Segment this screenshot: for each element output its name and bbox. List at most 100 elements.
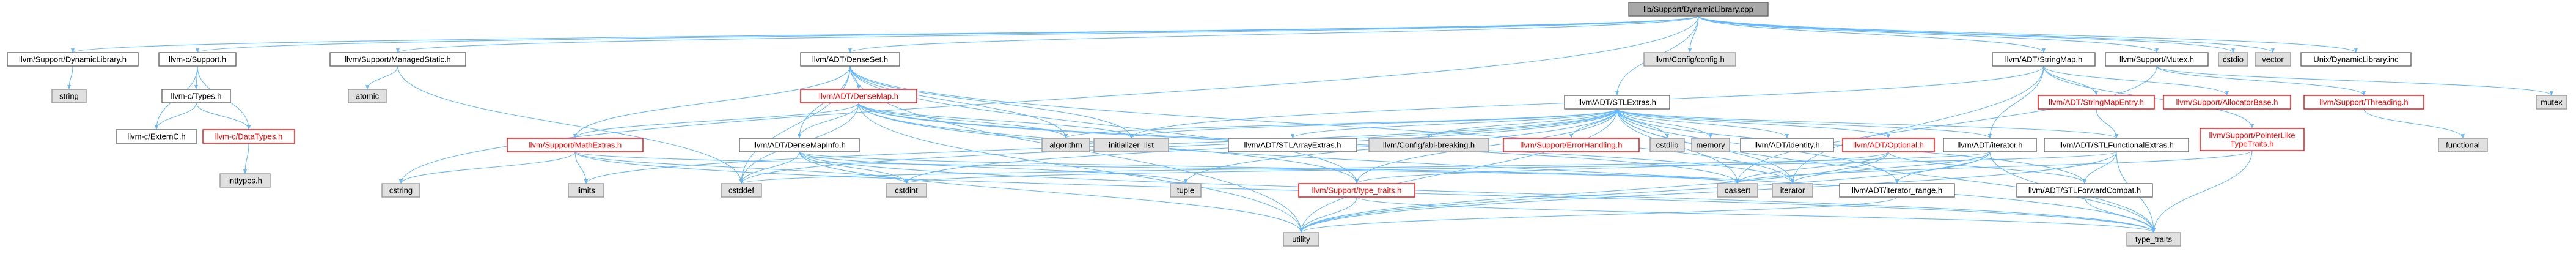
node-label: llvm-c/Types.h — [171, 92, 221, 101]
edge-denseset_h-to-initializer_list — [849, 65, 1134, 139]
edge-denseset_h-to-cstddef — [739, 65, 851, 184]
node-label: llvm/ADT/STLExtras.h — [1578, 98, 1656, 107]
node-box — [51, 89, 87, 103]
node-llvm-c-support-h[interactable]: llvm-c/Support.h — [158, 52, 237, 67]
node-label: llvm/Support/DynamicLibrary.h — [19, 55, 127, 64]
node-unix-dynamiclibrary-inc[interactable]: Unix/DynamicLibrary.inc — [2300, 52, 2412, 67]
node-box — [2016, 183, 2153, 198]
edge-densemap_h-to-initializer_list — [858, 102, 1133, 139]
edge-typetraits_support_h-to-utility — [1299, 196, 1357, 233]
node-label: llvm/Support/Mutex.h — [2119, 55, 2194, 64]
edge-stlfunctional_h-to-utility — [1299, 151, 2117, 233]
edge-c_datatypes_h-to-inttypes_h — [243, 143, 249, 174]
node-vector: vector — [2255, 52, 2291, 67]
edge-stlextras_h-to-memory — [1616, 108, 1713, 139]
node-llvm-c-datatypes-h[interactable]: llvm-c/DataTypes.h — [202, 129, 295, 144]
node-string: string — [51, 89, 87, 103]
node-llvm-support-errorhandling-h[interactable]: llvm/Support/ErrorHandling.h — [1503, 138, 1640, 152]
node-label: llvm/ADT/STLForwardCompat.h — [2028, 186, 2141, 195]
edge-mutex_h-to-threading_h — [2156, 65, 2366, 96]
edge-iterator_range_h-to-utility — [1299, 196, 1898, 233]
node-llvm-adt-denseset-h[interactable]: llvm/ADT/DenseSet.h — [800, 52, 900, 67]
edge-stringmap_h-to-iterator — [1790, 65, 2044, 184]
edge-denseset_h-to-mathextras_h — [573, 65, 851, 139]
edge-stringmap_h-to-allocatorbase_h — [2043, 65, 2229, 96]
node-llvm-adt-iterator-range-h[interactable]: llvm/ADT/iterator_range.h — [1839, 183, 1955, 198]
node-box — [2163, 95, 2291, 110]
node-llvm-adt-optional-h[interactable]: llvm/ADT/Optional.h — [1842, 138, 1935, 152]
node-llvm-adt-densemap-h[interactable]: llvm/ADT/DenseMap.h — [800, 89, 917, 103]
node-llvm-support-dynamiclibrary-h[interactable]: llvm/Support/DynamicLibrary.h — [7, 52, 139, 67]
node-cstdlib: cstdlib — [1649, 138, 1685, 152]
edge-typetraits_support_h-to-type_traits — [1356, 196, 2156, 233]
edge-root-to-unix_inc — [1698, 15, 2358, 53]
node-llvm-adt-identity-h[interactable]: llvm/ADT/identity.h — [1740, 138, 1834, 152]
node-llvm-adt-stlarrayextras-h[interactable]: llvm/ADT/STLArrayExtras.h — [1228, 138, 1357, 152]
node-llvm-adt-densemapinfo-h[interactable]: llvm/ADT/DenseMapInfo.h — [739, 138, 860, 152]
node-label: vector — [2262, 55, 2284, 64]
node-label: llvm/ADT/STLFunctionalExtras.h — [2059, 141, 2174, 150]
node-llvm-adt-stlfunctionalextras-h[interactable]: llvm/ADT/STLFunctionalExtras.h — [2044, 138, 2189, 152]
edge-stlfunctional_h-to-cstdint — [905, 151, 2117, 184]
node-box — [219, 173, 271, 188]
node-llvm-support-type-traits-h[interactable]: llvm/Support/type_traits.h — [1298, 183, 1415, 198]
node-llvm-config-abi-breaking-h: llvm/Config/abi-breaking.h — [1368, 138, 1489, 152]
node-type-traits: type_traits — [2126, 232, 2181, 247]
edge-root-to-cstring — [399, 15, 1699, 184]
node-llvm-adt-stlextras-h[interactable]: llvm/ADT/STLExtras.h — [1564, 95, 1670, 110]
node-box — [1298, 183, 1415, 198]
node-initializer-list: initializer_list — [1093, 138, 1169, 152]
node-llvm-c-externc-h[interactable]: llvm-c/ExternC.h — [116, 129, 197, 144]
node-label: cstdint — [895, 186, 918, 195]
edge-stlextras_h-to-stlfunctional_h — [1616, 108, 2118, 139]
node-label: llvm/Config/abi-breaking.h — [1383, 141, 1475, 150]
edge-iterator_h-to-utility — [1299, 151, 1991, 233]
node-llvm-adt-iterator-h[interactable]: llvm/ADT/iterator.h — [1943, 138, 2037, 152]
edge-stlextras_h-to-algorithm — [1064, 108, 1618, 139]
node-label: llvm-c/DataTypes.h — [215, 132, 283, 141]
node-box — [1503, 138, 1640, 152]
node-label: cassert — [1725, 186, 1750, 195]
node-llvm-adt-stringmap-h[interactable]: llvm/ADT/StringMap.h — [1992, 52, 2096, 67]
node-llvm-adt-stlforwardcompat-h[interactable]: llvm/ADT/STLForwardCompat.h — [2016, 183, 2153, 198]
node-llvm-support-managedstatic-h[interactable]: llvm/Support/ManagedStatic.h — [329, 52, 466, 67]
edge-threading_h-to-functional — [2363, 108, 2465, 139]
node-label: mutex — [2541, 98, 2563, 107]
node-mutex: mutex — [2536, 95, 2567, 110]
node-label: llvm-c/Support.h — [169, 55, 226, 64]
node-label: cstdio — [2223, 55, 2244, 64]
node-box — [329, 52, 466, 67]
node-label: type_traits — [2135, 235, 2172, 244]
edge-optional_h-to-typetraits_support_h — [1355, 151, 1889, 184]
edge-managedstatic_h-to-cstddef — [397, 65, 744, 184]
node-box — [161, 89, 231, 103]
node-label: llvm/Support/MathExtras.h — [529, 141, 622, 150]
edge-root-to-support_dynlib_h — [71, 15, 1699, 53]
node-llvm-support-mathextras-h[interactable]: llvm/Support/MathExtras.h — [507, 138, 644, 152]
node-cstdint: cstdint — [886, 183, 927, 198]
node-box — [721, 183, 762, 198]
node-llvm-support-mutex-h[interactable]: llvm/Support/Mutex.h — [2105, 52, 2209, 67]
node-box — [2300, 52, 2412, 67]
node-limits: limits — [568, 183, 604, 198]
edge-pointerlike_h-to-type_traits — [2151, 150, 2253, 233]
edge-stringmapentry_h-to-stlfunctional_h — [2096, 108, 2119, 139]
edge-layer — [67, 15, 2553, 233]
node-label: atomic — [356, 92, 380, 101]
node-lib-support-dynamiclibrary-cpp[interactable]: lib/Support/DynamicLibrary.cpp — [1628, 2, 1769, 17]
node-llvm-c-types-h[interactable]: llvm-c/Types.h — [161, 89, 231, 103]
edge-iterator_h-to-cstddef — [739, 151, 1991, 184]
node-llvm-support-allocatorbase-h[interactable]: llvm/Support/AllocatorBase.h — [2163, 95, 2291, 110]
node-box — [1093, 138, 1169, 152]
node-box — [1772, 183, 1813, 198]
node-box — [1740, 138, 1834, 152]
node-box — [1717, 183, 1758, 198]
node-box — [116, 129, 197, 144]
node-label: llvm/ADT/iterator.h — [1958, 141, 2023, 150]
node-llvm-adt-stringmapentry-h[interactable]: llvm/ADT/StringMapEntry.h — [2038, 95, 2155, 110]
edge-root-to-vector — [1698, 15, 2275, 53]
node-label: cstdlib — [1656, 141, 1679, 150]
node-llvm-support-threading-h[interactable]: llvm/Support/Threading.h — [2303, 95, 2424, 110]
node-atomic: atomic — [348, 89, 387, 103]
